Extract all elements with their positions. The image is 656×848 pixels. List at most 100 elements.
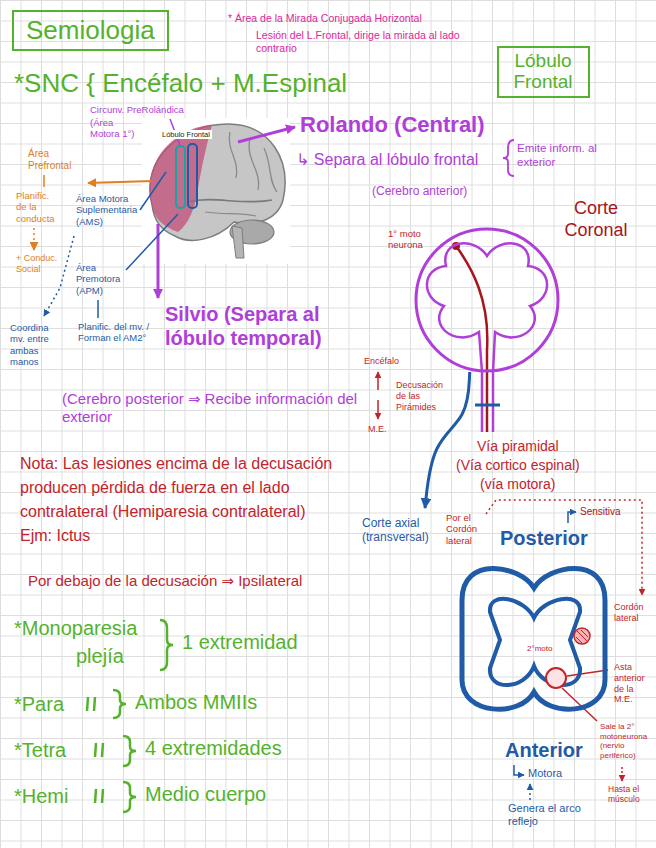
coronal-section: Corte Coronal1° moto neurona <box>415 228 559 372</box>
brain-illustration <box>232 226 244 258</box>
annotation-text: Ambos MMIIs <box>135 690 257 714</box>
spinal-stem <box>475 404 500 407</box>
annotation-text: (Cerebro posterior ⇒ Recibe información … <box>62 390 367 426</box>
brain-illustration <box>264 148 277 192</box>
annotation-text: Sale la 2° motoneurona (nervio periféric… <box>600 722 654 760</box>
spinal-stem <box>378 242 500 432</box>
lateral-cord-mark <box>574 628 590 644</box>
annotation-text: (vía motora) <box>480 476 555 493</box>
axial-section-drawing <box>462 568 605 709</box>
annotation-text: Decusación de las Pirámides <box>396 380 452 412</box>
gray-matter-outline <box>490 599 580 685</box>
pointer-arrow <box>97 300 99 318</box>
annotation-text: 1 extremidad <box>182 630 298 654</box>
spinal-stem <box>377 372 379 390</box>
annotation-text: 2°moto <box>527 644 552 654</box>
annotation-text: * Área de la Mirada Conjugada Horizontal <box>228 12 483 25</box>
annotation-text: Encéfalo <box>364 356 399 367</box>
pointer-arrow <box>88 181 152 183</box>
annotation-text: 4 extremidades <box>145 736 282 760</box>
curly-brace <box>503 140 514 176</box>
annotation-text: Emite inform. al exterior <box>517 142 597 170</box>
spinal-cord-outline <box>462 568 605 709</box>
brain-illustration <box>150 125 212 232</box>
section-arrow <box>425 372 470 508</box>
hatch-lines <box>576 630 588 643</box>
spinal-stem <box>492 370 495 432</box>
spinal-stem <box>481 370 484 432</box>
annotation-text: *SNC { Encéfalo + M.Espinal <box>14 68 347 99</box>
annotation-text: Por debajo de la decusación ⇒ Ipsilatera… <box>28 572 302 590</box>
node-text: Anterior <box>505 738 583 762</box>
annotation-text: Lesión del L.Frontal, dirige la mirada a… <box>256 29 461 54</box>
annotation-text: plejía <box>76 644 124 668</box>
leader-line <box>514 765 524 775</box>
connector-group <box>425 372 470 508</box>
annotation-text: *Tetra <box>14 738 66 762</box>
curly-brace <box>123 736 136 766</box>
annotation-text: Por el Cordón lateral <box>446 512 484 546</box>
annotation-text: Área Motora Suplementaria (AMS) <box>76 193 138 227</box>
annotation-text: Coordina mv. entre ambas manos <box>10 322 54 368</box>
leader-line <box>567 670 608 676</box>
annotation-text: (Vía cortico espinal) <box>456 457 580 474</box>
section-box: Lóbulo Frontal <box>497 46 590 98</box>
annotation-text: M.E. <box>368 424 387 435</box>
curly-brace <box>123 782 136 812</box>
pointer-arrow <box>33 228 35 250</box>
curly-brace <box>160 620 173 670</box>
anterior-horn-mark <box>546 668 566 688</box>
brain-illustration <box>188 144 197 208</box>
node-text: Posterior <box>500 526 588 550</box>
pointer-arrow <box>34 119 295 318</box>
annotation-text: Silvio (Separa al lóbulo temporal) <box>165 302 370 350</box>
annotation-text: Genera el arco reflejo <box>508 802 588 828</box>
leader-line <box>486 500 642 595</box>
pointer-arrow <box>43 175 45 187</box>
leader-line <box>568 512 576 523</box>
annotation-text: Área Prefrontal <box>28 148 80 172</box>
annotation-text: Hasta el músculo <box>608 784 652 804</box>
node-text: 1° moto neurona <box>388 228 428 251</box>
brain-illustration <box>188 200 272 202</box>
annotation-text: *Monoparesia <box>14 616 137 640</box>
ditto-mark <box>95 743 103 757</box>
curly-brace <box>113 140 514 812</box>
annotation-text: Motora <box>528 767 562 780</box>
annotation-text: ↳ Separa al lóbulo frontal <box>296 150 478 169</box>
brain-illustration <box>229 132 236 178</box>
annotation-text: *Para <box>14 692 64 716</box>
curly-brace <box>113 690 126 718</box>
node-heading: Corte axial (transversal) <box>362 516 444 545</box>
annotation-text: Nota: Las lesiones encima de la decusaci… <box>20 452 340 548</box>
annotation-text: Sensitiva <box>580 506 621 518</box>
ditto-mark <box>87 697 103 803</box>
annotation-text: Asta anterior de la M.E. <box>614 662 654 705</box>
brain-illustration <box>142 118 290 264</box>
spinal-stem <box>377 400 379 419</box>
pointer-arrow <box>126 214 178 270</box>
annotation-text: Planific. del mv. / Forman el AM2° <box>78 321 152 344</box>
brain-illustration <box>249 138 259 190</box>
ditto-mark <box>95 789 103 803</box>
node-heading: Lóbulo Frontal <box>506 51 580 93</box>
annotation-text: Vía piramidal <box>477 438 559 455</box>
annotation-text: Circunv. PreRolándica <box>90 104 184 115</box>
annotation-text: Área Premotora (APM) <box>76 262 134 296</box>
pointer-arrow <box>140 172 166 210</box>
annotation-text: Rolando (Central) <box>300 112 485 138</box>
pointer-arrow <box>44 236 74 316</box>
node-heading: Corte Coronal <box>560 198 632 241</box>
section-circle <box>416 229 558 371</box>
brain-illustration <box>142 118 290 264</box>
leader-line <box>529 784 531 800</box>
annotation-text: (Área Motora 1°) <box>90 117 142 140</box>
annotation-text: Planific. de la conducta <box>16 190 62 224</box>
axial-section: Corte axial (transversal) PosteriorAnteri… <box>360 508 625 770</box>
brain-outline <box>427 243 547 372</box>
annotation-text: Cordón lateral <box>614 602 654 624</box>
coronal-section-outline <box>415 228 559 372</box>
ditto-mark <box>87 697 95 711</box>
annotation-text: (Cerebro anterior) <box>372 184 467 198</box>
coronal-section-drawing <box>416 229 558 372</box>
